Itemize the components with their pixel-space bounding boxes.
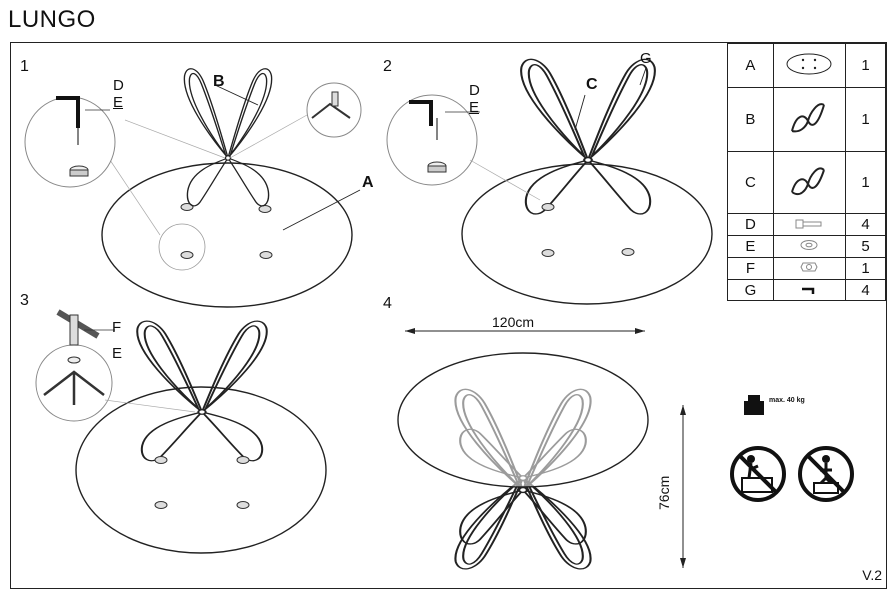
step1-label-e: E <box>113 94 124 111</box>
frame-b-icon <box>772 87 847 152</box>
step1-pad <box>180 251 194 259</box>
step1-label-a: A <box>362 174 374 191</box>
parts-row: E 5 <box>727 235 886 258</box>
part-letter: D <box>727 213 774 236</box>
document-title: LUNGO <box>8 6 96 33</box>
weight-limit-icon <box>744 395 764 415</box>
step-number-3: 3 <box>20 292 29 309</box>
part-qty: 4 <box>845 279 886 301</box>
part-letter: B <box>727 87 774 152</box>
oval-glass-top-icon <box>772 43 847 88</box>
step1-pad <box>180 203 194 211</box>
step2-illustration <box>386 58 713 305</box>
step3-pad <box>154 501 168 509</box>
max-load-label: max. 40 kg <box>769 397 805 404</box>
step-number-1: 1 <box>20 58 29 75</box>
step3-illustration <box>35 309 327 554</box>
part-letter: A <box>727 43 774 88</box>
step2-label-c: C <box>586 76 598 93</box>
step-number-2: 2 <box>383 58 392 75</box>
no-standing-icon <box>730 446 786 502</box>
parts-row: C 1 <box>727 151 886 214</box>
width-dimension-label: 120cm <box>492 314 535 330</box>
step2-pad <box>621 248 635 256</box>
step3-label-f: F <box>112 319 122 336</box>
step2-pad <box>541 203 555 211</box>
step3-pad <box>236 456 250 464</box>
instruction-frame <box>10 42 887 589</box>
part-letter: C <box>727 151 774 214</box>
step2-label-e: E <box>469 99 480 116</box>
part-letter: E <box>727 235 774 258</box>
step3-pad <box>154 456 168 464</box>
parts-row: B 1 <box>727 87 886 152</box>
parts-row: F 1 <box>727 257 886 280</box>
part-letter: G <box>727 279 774 301</box>
part-qty: 1 <box>845 87 886 152</box>
step2-label-d: D <box>469 82 480 99</box>
step1-pad <box>259 251 273 259</box>
no-climbing-icon <box>798 446 854 502</box>
part-qty: 1 <box>845 151 886 214</box>
allen-key-icon <box>772 279 847 301</box>
step1-label-b: B <box>213 73 225 90</box>
part-qty: 5 <box>845 235 886 258</box>
part-qty: 4 <box>845 213 886 236</box>
step2-label-g: G <box>640 50 652 67</box>
nut-icon <box>772 257 847 280</box>
step4-illustration <box>397 328 686 570</box>
part-qty: 1 <box>845 257 886 280</box>
version-label: V.2 <box>862 567 882 583</box>
height-dimension-label: 76cm <box>656 475 672 510</box>
parts-row: D 4 <box>727 213 886 236</box>
parts-row: A 1 <box>727 43 886 88</box>
parts-row: G 4 <box>727 279 886 301</box>
step1-label-d: D <box>113 77 124 94</box>
step3-label-e: E <box>112 345 123 362</box>
step3-pad <box>236 501 250 509</box>
part-letter: F <box>727 257 774 280</box>
bolt-icon <box>772 213 847 236</box>
step-number-4: 4 <box>383 295 392 312</box>
step1-pad <box>258 205 272 213</box>
part-qty: 1 <box>845 43 886 88</box>
frame-c-icon <box>772 151 847 214</box>
washer-icon <box>772 235 847 258</box>
step1-illustration <box>24 68 362 308</box>
step2-pad <box>541 249 555 257</box>
parts-list-table: A 1 B 1 C 1 D 4 E 5 F 1 <box>727 43 886 301</box>
